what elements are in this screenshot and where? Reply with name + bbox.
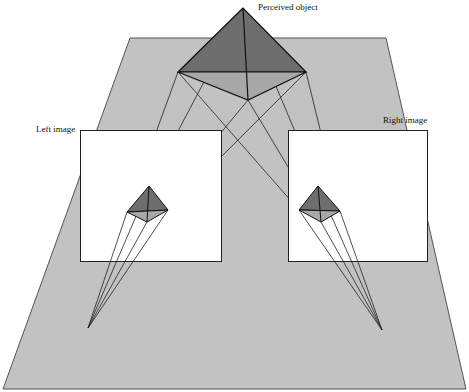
eye-ray — [88, 210, 168, 328]
pyramid-front-face — [127, 210, 168, 222]
image-heading: Left image — [36, 125, 75, 134]
object-label: Perceived object — [258, 3, 318, 12]
pyramid-edge — [318, 186, 321, 222]
eye-ray — [88, 186, 149, 328]
image-heading: Right image — [383, 116, 427, 125]
pyramid-top-face — [127, 186, 168, 212]
eye-rays — [88, 186, 382, 330]
image-frame: Right image — [288, 130, 428, 262]
eye-ray — [340, 211, 382, 330]
object-edge — [243, 8, 248, 100]
pyramid-edge — [147, 186, 149, 222]
eye-ray — [321, 222, 382, 330]
eye-ray — [88, 222, 147, 328]
pyramid-front-face — [299, 210, 340, 222]
pyramid-top-face — [299, 186, 340, 211]
image-pyramids — [127, 186, 340, 222]
image-pyramid — [299, 186, 340, 222]
ground-plane — [3, 38, 466, 389]
object-top-face — [178, 8, 306, 72]
image-pyramid — [127, 186, 168, 222]
eye-ray — [299, 210, 382, 330]
eye-ray — [88, 212, 127, 328]
object-front-face — [178, 72, 306, 100]
eye-ray — [318, 186, 382, 330]
image-frame: Left image — [80, 130, 222, 262]
